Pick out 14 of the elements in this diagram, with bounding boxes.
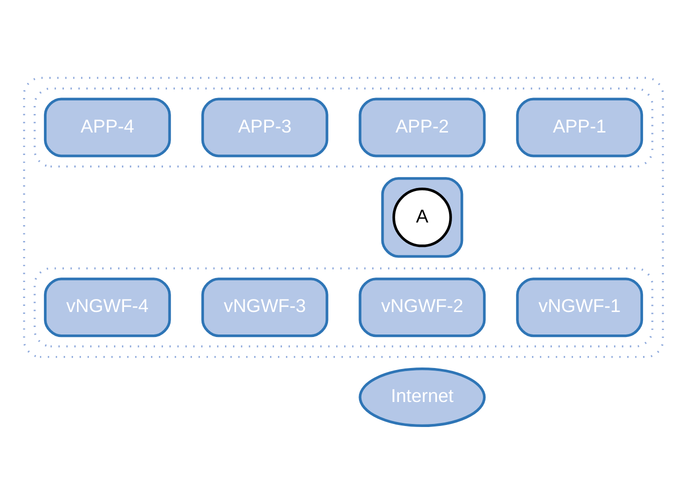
node-circle: A — [392, 188, 452, 248]
node-box: APP-4 — [44, 98, 171, 158]
cluster — [23, 76, 664, 358]
node-box: vNGWF-2 — [358, 278, 486, 338]
node-box: APP-2 — [358, 98, 486, 158]
cluster — [34, 267, 654, 348]
cluster — [34, 87, 654, 168]
node-ellipse: Internet — [358, 368, 486, 428]
node-box: APP-1 — [516, 98, 644, 158]
cluster — [381, 177, 464, 258]
node-box: vNGWF-4 — [44, 278, 171, 338]
node-box: APP-3 — [201, 98, 328, 158]
node-box: vNGWF-3 — [201, 278, 328, 338]
node-box: vNGWF-1 — [516, 278, 644, 338]
